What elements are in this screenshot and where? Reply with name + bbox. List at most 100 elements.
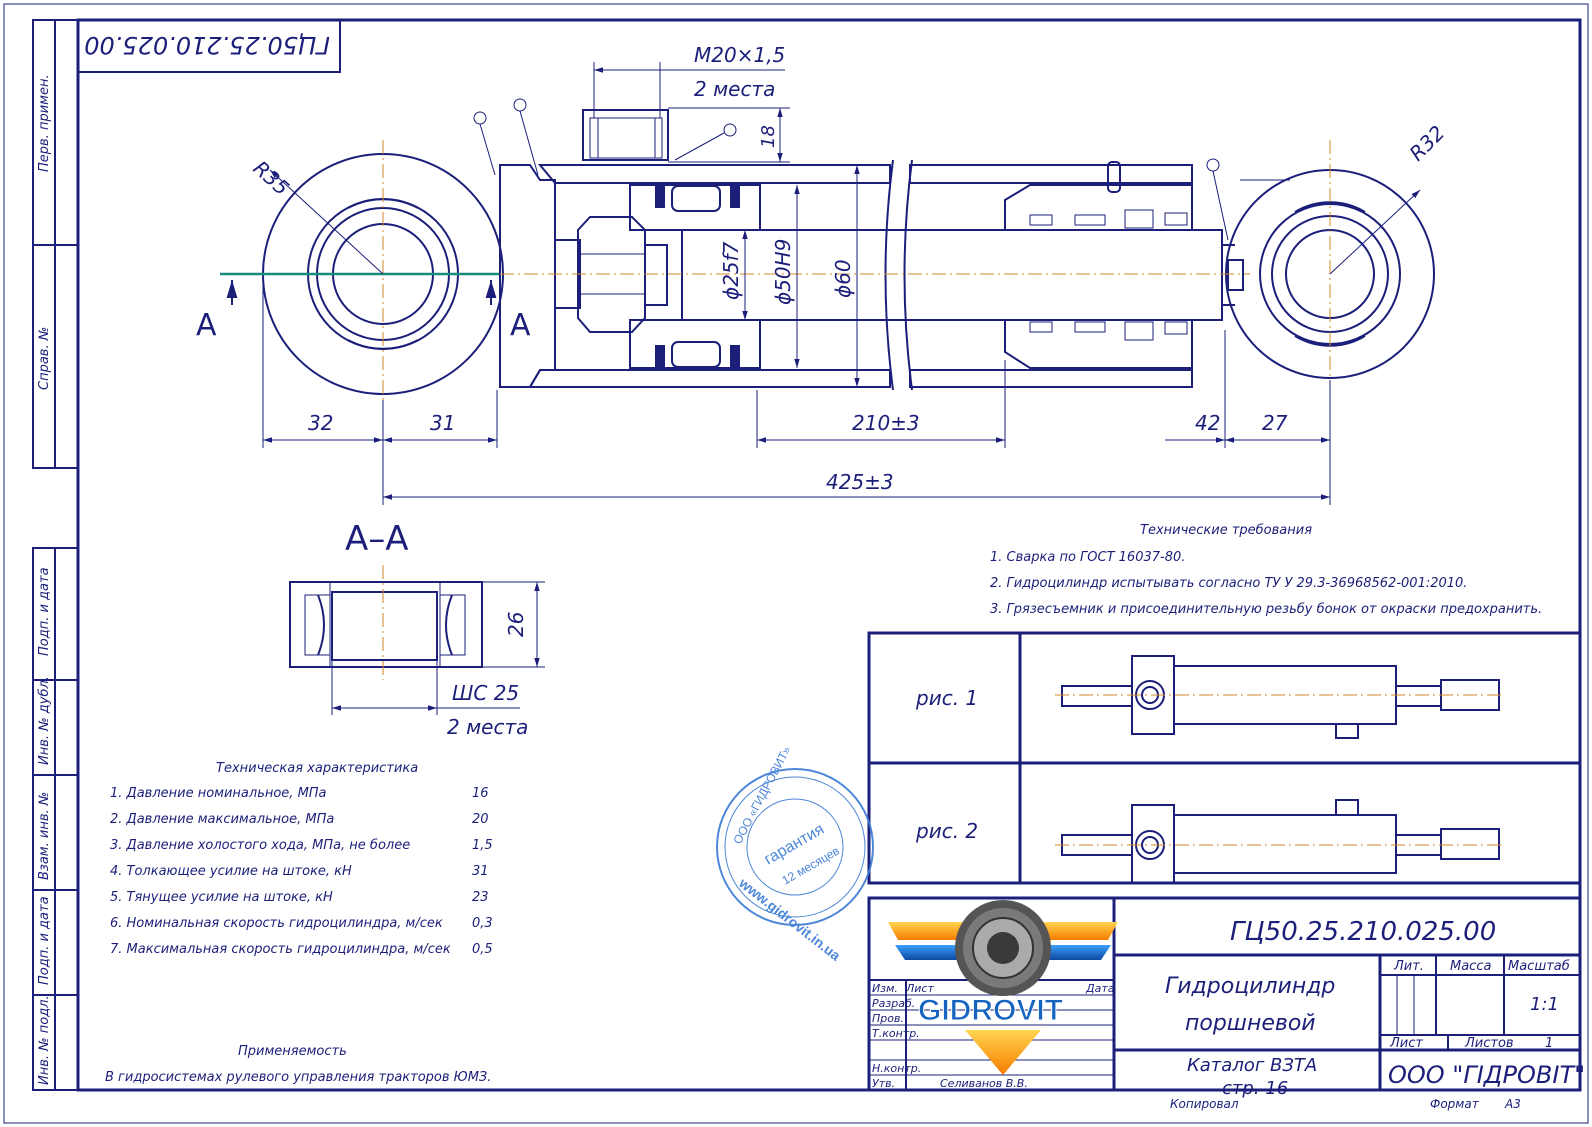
thread-count: 2 места bbox=[694, 77, 775, 101]
applicability-title: Применяемость bbox=[238, 1044, 347, 1059]
dia-rod-label: ϕ25f7 bbox=[719, 241, 743, 300]
title-name-line2: поршневой bbox=[1185, 1011, 1316, 1036]
side-label-podp2: Подп. и дата bbox=[37, 896, 52, 985]
dim-stroke: 210±3 bbox=[852, 411, 920, 435]
dia-bore-label: ϕ50H9 bbox=[771, 239, 795, 305]
dim-27: 27 bbox=[1262, 411, 1288, 435]
thread-dimension bbox=[593, 62, 790, 163]
tech-char-label: 3. Давление холостого хода, МПа, не боле… bbox=[110, 838, 410, 853]
tech-char-label: 2. Давление максимальное, МПа bbox=[110, 812, 334, 827]
approver-name: Селиванов В.В. bbox=[940, 1077, 1028, 1090]
tech-characteristics: Техническая характеристика 1. Давление н… bbox=[110, 761, 493, 957]
fig2-label: рис. 2 bbox=[915, 819, 978, 843]
tech-char-label: 6. Номинальная скорость гидроцилиндра, м… bbox=[110, 916, 443, 931]
tech-req-item: 2. Гидроцилиндр испытывать согласно ТУ У… bbox=[990, 576, 1467, 591]
rotated-designation-box: ГЦ50.25.210.025.00 bbox=[77, 19, 341, 73]
side-label-podp1: Подп. и дата bbox=[37, 567, 52, 656]
sheets-value: 1 bbox=[1545, 1036, 1553, 1051]
fig1-sketch bbox=[1055, 655, 1505, 739]
right-eye bbox=[1225, 140, 1435, 410]
outer-frame bbox=[3, 3, 1589, 1124]
col-lit: Лит. bbox=[1393, 959, 1424, 974]
gidrovit-logo: GIDROVIT bbox=[888, 900, 1118, 1075]
piston-assembly bbox=[554, 184, 1244, 369]
shield-icon bbox=[965, 1030, 1041, 1075]
length-dims bbox=[262, 276, 1331, 505]
fig2-sketch bbox=[1055, 799, 1505, 884]
left-side-strip: Перв. примен. Справ. № Подп. и дата Инв.… bbox=[32, 19, 79, 1091]
fig1-label: рис. 1 bbox=[915, 686, 978, 710]
tech-char-value: 23 bbox=[472, 890, 489, 905]
dim-26: 26 bbox=[504, 612, 528, 637]
stamp-line1: ООО «ГИДРОВИТ» bbox=[730, 744, 793, 847]
tech-char-title: Техническая характеристика bbox=[216, 761, 418, 776]
company-name: ООО "ГІДРОВІТ" bbox=[1388, 1061, 1585, 1089]
dia-outer-label: ϕ60 bbox=[831, 259, 855, 298]
row-prov: Пров. bbox=[872, 1012, 904, 1025]
sheets-label: Листов bbox=[1464, 1036, 1514, 1051]
radius-right-label: R32 bbox=[1405, 121, 1450, 166]
row-list: Лист bbox=[905, 982, 934, 995]
dim-32: 32 bbox=[308, 411, 333, 435]
tech-char-value: 0,3 bbox=[472, 916, 493, 931]
title-block: ГЦ50.25.210.025.00 Гидроцилиндр поршнево… bbox=[867, 896, 1585, 1111]
tech-char-value: 20 bbox=[472, 812, 489, 827]
tech-char-value: 1,5 bbox=[472, 838, 493, 853]
bearing-count: 2 места bbox=[447, 715, 528, 739]
left-eye bbox=[220, 140, 504, 410]
row-izm: Изм. bbox=[872, 982, 898, 995]
format-value: А3 bbox=[1504, 1097, 1521, 1111]
title-designation: ГЦ50.25.210.025.00 bbox=[1230, 917, 1496, 947]
leader-markers bbox=[473, 98, 1229, 241]
col-scale: Масштаб bbox=[1508, 959, 1570, 974]
tech-char-label: 4. Толкающее усилие на штоке, кН bbox=[110, 864, 352, 879]
title-catalog-line1: Каталог ВЗТА bbox=[1187, 1055, 1317, 1076]
title-name-line1: Гидроцилиндр bbox=[1165, 974, 1335, 999]
scale-value: 1:1 bbox=[1530, 994, 1559, 1015]
side-label-perv: Перв. примен. bbox=[37, 74, 52, 172]
diameter-dims bbox=[742, 165, 860, 387]
bearing-label: ШС 25 bbox=[452, 681, 519, 705]
rotated-designation: ГЦ50.25.210.025.00 bbox=[84, 31, 330, 59]
row-tkontr: Т.контр. bbox=[872, 1027, 920, 1040]
format-label: Формат bbox=[1430, 1097, 1480, 1111]
tech-req-item: 3. Грязесъемник и присоединительную резь… bbox=[990, 602, 1542, 617]
tech-char-label: 5. Тянущее усилие на штоке, кН bbox=[110, 890, 333, 905]
radius-left-label: R35 bbox=[249, 156, 294, 200]
tech-req-title: Технические требования bbox=[1140, 523, 1312, 538]
logo-text: GIDROVIT bbox=[918, 994, 1063, 1027]
tech-requirements: Технические требования 1. Сварка по ГОСТ… bbox=[990, 523, 1542, 617]
tech-char-label: 1. Давление номинальное, МПа bbox=[110, 786, 327, 801]
dim-total: 425±3 bbox=[826, 470, 894, 494]
row-utv: Утв. bbox=[872, 1077, 895, 1090]
cylinder-barrel bbox=[528, 109, 1193, 391]
section-mark-left: A bbox=[196, 308, 217, 343]
tech-char-value: 31 bbox=[472, 864, 489, 879]
row-nkontr: Н.контр. bbox=[872, 1062, 921, 1075]
dim-18: 18 bbox=[758, 125, 779, 148]
rod-gland bbox=[1004, 161, 1193, 369]
side-label-sprav: Справ. № bbox=[37, 327, 52, 390]
sheet-label: Лист bbox=[1389, 1036, 1423, 1051]
title-catalog-line2: стр. 16 bbox=[1222, 1078, 1288, 1099]
warranty-stamp: ООО «ГИДРОВИТ» гарантия 12 месяцев www.g… bbox=[716, 744, 874, 964]
row-data: Дата bbox=[1085, 982, 1115, 995]
head-cap bbox=[499, 164, 556, 388]
dim-31: 31 bbox=[430, 411, 455, 435]
row-razrab: Разраб. bbox=[872, 997, 915, 1010]
tech-char-value: 0,5 bbox=[472, 942, 493, 957]
tech-char-value: 16 bbox=[472, 786, 489, 801]
tech-req-item: 1. Сварка по ГОСТ 16037-80. bbox=[990, 550, 1185, 565]
side-label-vzam: Взам. инв. № bbox=[37, 792, 52, 880]
tech-char-label: 7. Максимальная скорость гидроцилиндра, … bbox=[110, 942, 451, 957]
applicability-text: В гидросистемах рулевого управления трак… bbox=[105, 1070, 491, 1085]
side-label-inv-dubl: Инв. № дубл. bbox=[37, 676, 52, 765]
section-title: A–A bbox=[345, 519, 409, 559]
thread-label: М20×1,5 bbox=[694, 43, 785, 67]
section-mark-right: A bbox=[510, 308, 531, 343]
section-view bbox=[289, 565, 545, 715]
side-label-inv-podl: Инв. № подл. bbox=[37, 995, 52, 1085]
figures-table: рис. 1 рис. 2 bbox=[867, 631, 1582, 885]
col-mass: Масса bbox=[1450, 959, 1491, 974]
